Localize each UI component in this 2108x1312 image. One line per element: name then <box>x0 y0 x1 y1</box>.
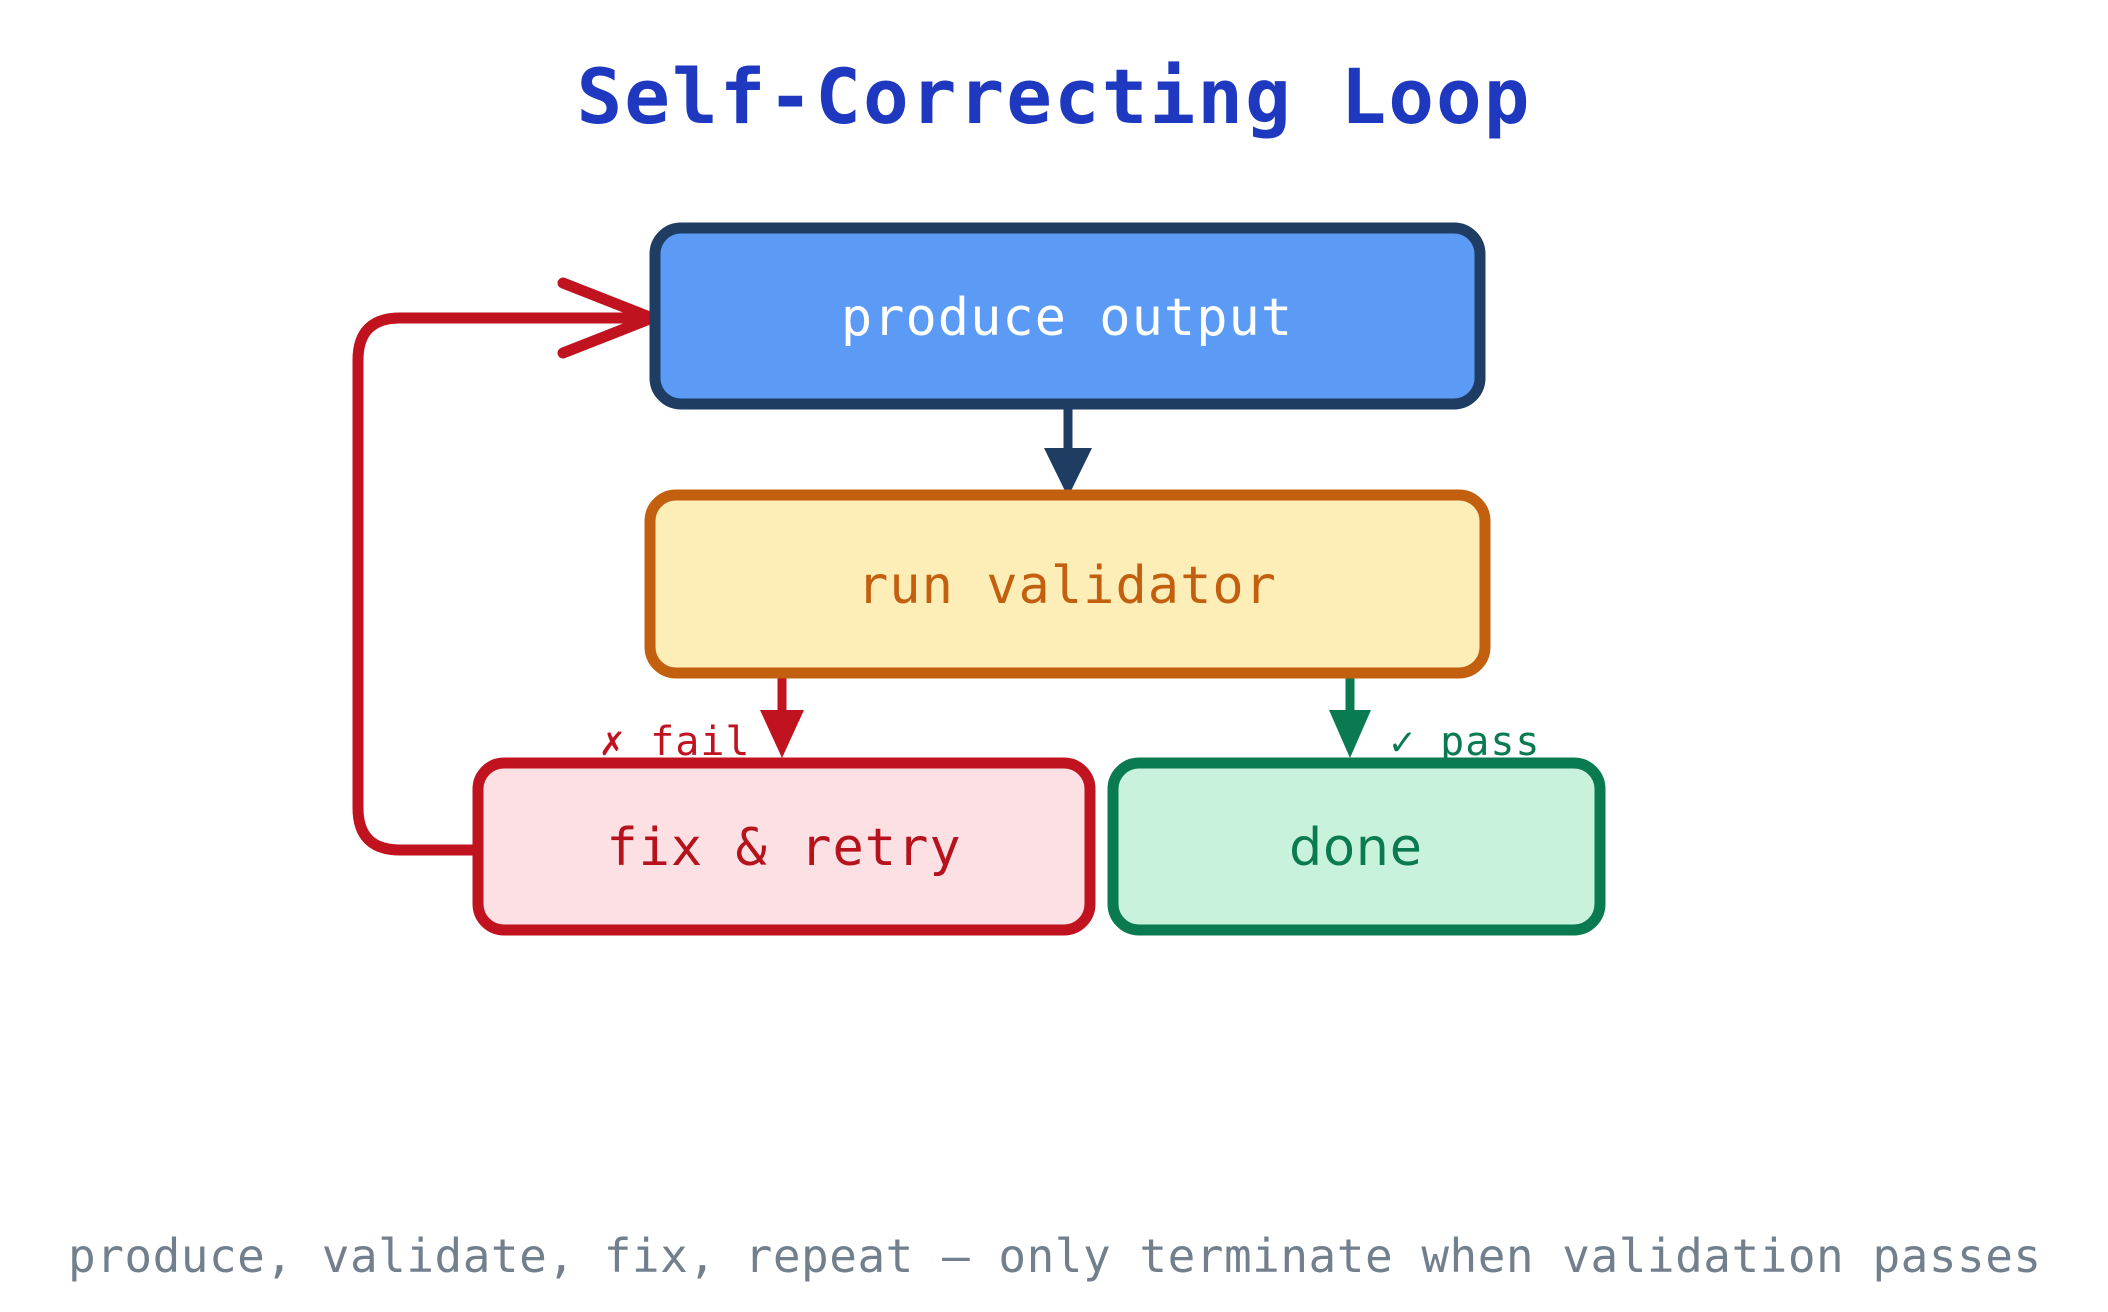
edge-produce-to-validate <box>1044 405 1092 497</box>
node-run-validator-box[interactable] <box>644 489 1491 679</box>
node-done[interactable]: done <box>1107 757 1606 936</box>
edge-validate-to-fix-arrowhead <box>760 710 804 758</box>
edge-fix-to-produce-path <box>352 312 654 856</box>
edge-label-fail: ✗ fail <box>600 719 751 765</box>
edge-label-pass: ✓ pass <box>1390 719 1541 765</box>
node-done-box[interactable] <box>1107 757 1606 936</box>
node-produce-output-label: produce output <box>841 288 1293 348</box>
node-produce-output[interactable]: produce output <box>649 222 1486 410</box>
node-fix-and-retry-box[interactable] <box>472 757 1096 936</box>
node-fix-and-retry[interactable]: fix & retry <box>472 757 1096 936</box>
diagram-caption: produce, validate, fix, repeat — only te… <box>68 1229 2042 1283</box>
edge-produce-to-validate-arrowhead <box>1044 448 1092 497</box>
diagram-title: Self-Correcting Loop <box>576 52 1531 141</box>
node-done-label: done <box>1289 818 1423 878</box>
edge-validate-to-fix <box>760 674 804 758</box>
node-run-validator-label: run validator <box>857 556 1277 616</box>
edge-validate-to-done <box>1329 674 1371 758</box>
node-produce-output-box[interactable] <box>649 222 1486 410</box>
edge-validate-to-done-arrowhead <box>1329 710 1371 758</box>
node-fix-and-retry-label: fix & retry <box>606 818 961 878</box>
node-run-validator[interactable]: run validator <box>644 489 1491 679</box>
